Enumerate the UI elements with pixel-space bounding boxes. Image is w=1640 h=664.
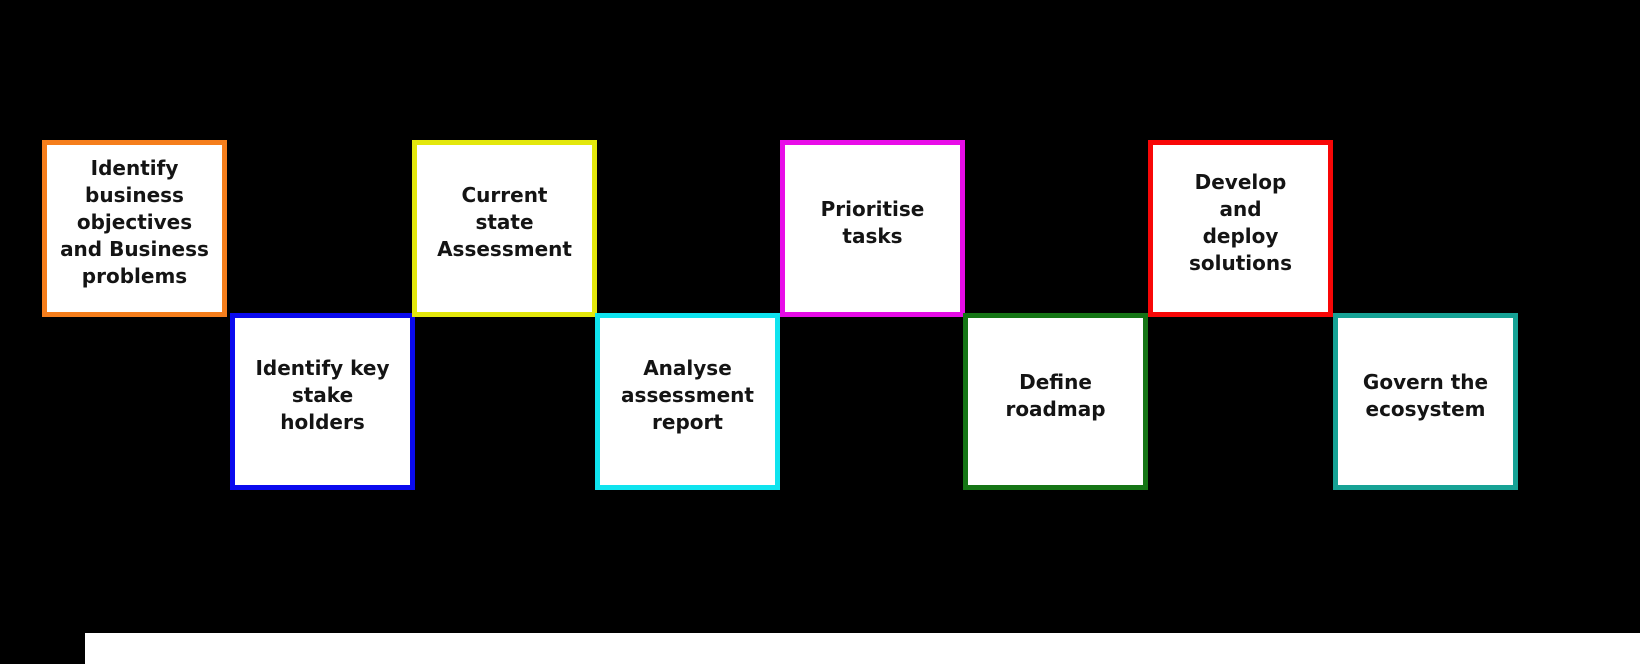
- step-label-define-roadmap: Define roadmap: [1005, 369, 1106, 421]
- step-label-analyse-assessment-report: Analyse assessment report: [621, 356, 754, 434]
- step-box-identify-business-objectives: Identify business objectives and Busines…: [42, 140, 227, 317]
- step-box-identify-key-stakeholders: Identify key stake holders: [230, 313, 415, 490]
- step-box-develop-deploy-solutions: Develop and deploy solutions: [1148, 140, 1333, 317]
- step-label-govern-ecosystem: Govern the ecosystem: [1362, 369, 1489, 421]
- step-label-develop-deploy-solutions: Develop and deploy solutions: [1188, 169, 1293, 275]
- step-box-govern-ecosystem: Govern the ecosystem: [1333, 313, 1518, 490]
- step-box-analyse-assessment-report: Analyse assessment report: [595, 313, 780, 490]
- step-box-define-roadmap: Define roadmap: [963, 313, 1148, 490]
- step-label-current-state-assessment: Current state Assessment: [437, 183, 572, 261]
- step-label-identify-business-objectives: Identify business objectives and Busines…: [60, 156, 209, 288]
- step-label-identify-key-stakeholders: Identify key stake holders: [255, 356, 390, 434]
- step-box-current-state-assessment: Current state Assessment: [412, 140, 597, 317]
- step-label-prioritise-tasks: Prioritise tasks: [820, 196, 925, 248]
- step-box-prioritise-tasks: Prioritise tasks: [780, 140, 965, 317]
- bottom-white-strip: [85, 633, 1640, 664]
